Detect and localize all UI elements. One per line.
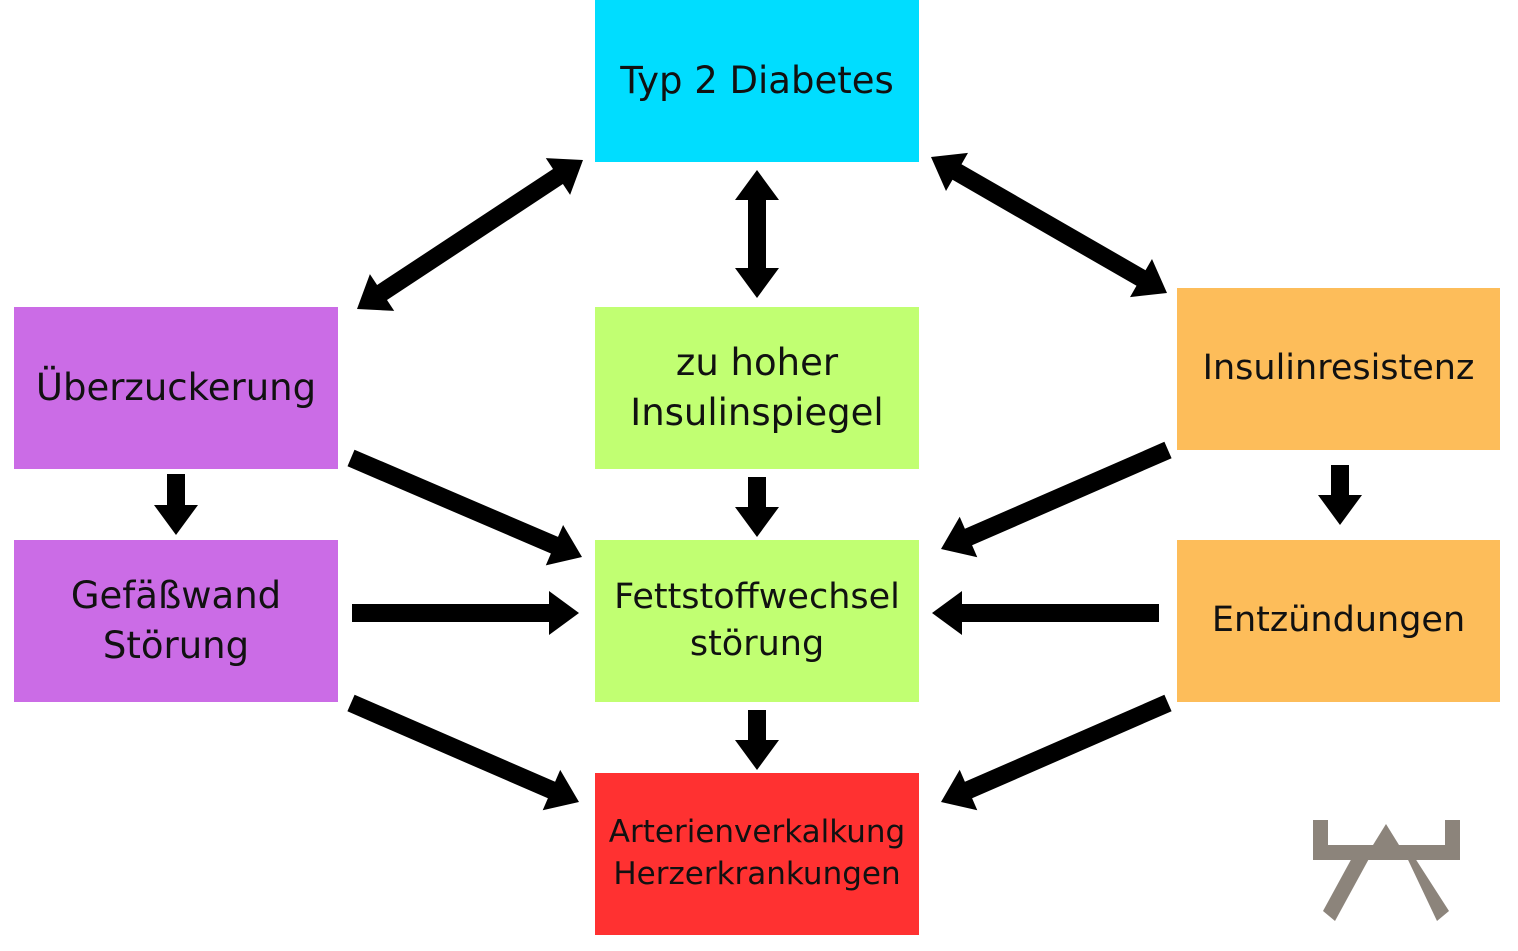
arrow-fettstoffwechsel-arterien <box>735 710 779 770</box>
logo-bar <box>1313 845 1460 860</box>
node-line: Entzündungen <box>1211 600 1466 641</box>
arrow-ueberzuckerung-fettstoffwechsel <box>347 449 582 566</box>
node-line: Insulinresistenz <box>1202 348 1475 389</box>
arrow-insulinresistenz-fettstoffwechsel <box>941 441 1172 558</box>
arrow-gefaesswand-arterien <box>347 694 579 811</box>
arrow-insulinspiegel-fettstoffwechsel <box>735 477 779 537</box>
node-line: Störung <box>102 624 250 667</box>
arrow-gefaesswand-fettstoffwechsel <box>352 591 579 635</box>
node-line: Gefäßwand <box>70 574 282 618</box>
node-zu-hoher-insulinspiegel: zu hoher Insulinspiegel <box>595 307 919 469</box>
node-line: störung <box>689 624 825 664</box>
node-line: Herzerkrankungen <box>613 856 901 892</box>
node-fettstoffwechselstoerung: Fettstoffwechsel störung <box>595 540 919 702</box>
arrow-entzuendungen-arterien <box>941 694 1172 811</box>
node-arterienverkalkung-herzerkrankungen: Arterienverkalkung Herzerkrankungen <box>595 773 919 935</box>
node-line: Arterienverkalkung <box>608 814 906 851</box>
node-line: zu hoher <box>675 341 839 385</box>
node-gefaesswand-stoerung: Gefäßwand Störung <box>14 540 338 702</box>
arrow-diabetes-insulinresistenz <box>931 152 1167 298</box>
arrow-ueberzuckerung-gefaesswand <box>154 474 198 535</box>
node-line: Überzuckerung <box>35 366 317 410</box>
logo-left-strut <box>1323 845 1371 921</box>
arrow-entzuendungen-fettstoffwechsel <box>932 591 1159 635</box>
arrow-diabetes-ueberzuckerung <box>357 158 583 311</box>
node-insulinresistenz: Insulinresistenz <box>1177 288 1500 450</box>
node-line: Insulinspiegel <box>630 391 884 434</box>
logo-right-strut <box>1401 845 1449 921</box>
arrow-diabetes-insulinspiegel <box>735 170 779 298</box>
node-line: Typ 2 Diabetes <box>620 59 894 103</box>
node-entzuendungen: Entzündungen <box>1177 540 1500 702</box>
arrow-insulinresistenz-entzuendungen <box>1318 465 1362 525</box>
node-typ-2-diabetes: Typ 2 Diabetes <box>595 0 919 162</box>
table-logo-shape <box>1313 820 1460 921</box>
node-ueberzuckerung: Überzuckerung <box>14 307 338 469</box>
node-line: Fettstoffwechsel <box>614 576 900 617</box>
logo-peak <box>1373 824 1399 845</box>
